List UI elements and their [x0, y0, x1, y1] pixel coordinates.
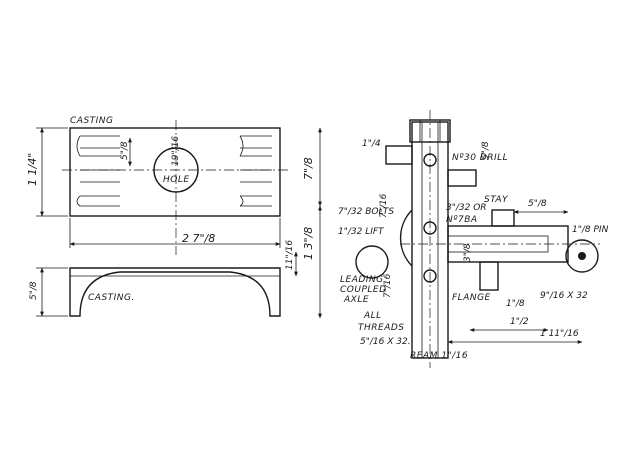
casting-front-view: CASTING. 5"/8 11"/16 [29, 240, 298, 317]
casting-outline [69, 127, 281, 217]
dim-1-2: 1"/2 [510, 317, 529, 327]
ream-label: REAM 1"/16 [410, 351, 468, 361]
dim-5-16x32: 5"/16 X 32. [360, 337, 411, 347]
bolt-2 [423, 221, 437, 235]
right-slot-ends [239, 135, 272, 207]
dim-5-8-top: 5"/8 [120, 141, 130, 160]
left-boss [385, 145, 413, 165]
nut-facets [419, 120, 441, 142]
all-threads-2: THREADS [358, 323, 405, 333]
lift-label: 1"/32 LIFT [338, 227, 385, 237]
dim-1-4: 1"/4 [362, 139, 381, 149]
hole-label: HOLE [163, 175, 190, 185]
hole-size-label: 19"/16 [171, 136, 181, 166]
dim-11-16: 11"/16 [285, 240, 295, 270]
bolts-label: 7"/32 BOLTS [338, 207, 394, 217]
left-slot-ends [76, 135, 120, 207]
dim-7-16-a: 7"/16 [379, 193, 389, 218]
no7ba: Nº7BA [446, 215, 478, 225]
axle-label-2: COUPLED [340, 285, 387, 295]
axle-label-3: AXLE [343, 295, 369, 305]
dome-block [399, 209, 413, 267]
stay-label: STAY [484, 195, 509, 205]
dim-9-16x32: 9"/16 X 32 [540, 291, 588, 301]
dim-1-1-4-ext [36, 127, 68, 217]
assembly-annotations: 1"/4 7"/8 Nº30 DRILL 5"/8 STAY 3"/32 OR … [302, 127, 609, 361]
axle-circle [355, 245, 389, 279]
pin-hole [578, 252, 586, 260]
right-slot-lines [240, 135, 272, 207]
pin-end [565, 239, 599, 273]
dim-1-11-16: 1 11"/16 [540, 329, 579, 339]
dim-3-32-or: 3"/32 OR [446, 203, 487, 213]
dim-3-8-center: 3"/8 [463, 243, 473, 262]
pin-label: 1"/8 PIN [572, 225, 609, 235]
axle-label-1: LEADING [340, 275, 384, 285]
right-stub [447, 169, 477, 187]
left-slot-lines [80, 135, 120, 207]
dim-1-8: 1"/8 [506, 299, 525, 309]
casting-top-view: HOLE 19"/16 CASTING 5"/8 1 1/4" 2 7"/8 [26, 116, 290, 255]
flange-block [479, 261, 499, 291]
dim-5-8-bottom-ext [36, 267, 68, 317]
dim-1-3-8: 1 3"/8 [302, 227, 315, 260]
bolt-1 [423, 153, 437, 167]
dim-5-8-right: 5"/8 [528, 199, 547, 209]
dim-2-7-8: 2 7"/8 [182, 232, 215, 245]
dim-7-16-b: 7"/16 [383, 273, 393, 298]
no30-drill: Nº30 DRILL [452, 153, 508, 163]
arch-casting-outline [69, 267, 281, 317]
dim-5-8-drill: 5"/8 [481, 141, 491, 160]
flange-label: FLANGE [452, 293, 491, 303]
valve-section-assembly [355, 110, 600, 368]
casting-top-label: CASTING [70, 116, 114, 126]
top-hex-nut [409, 119, 451, 143]
dim-5-8-bottom: 5"/8 [29, 281, 39, 300]
stay-block [491, 209, 515, 227]
dim-2-7-8-ext [69, 218, 281, 248]
dim-1-1-4: 1 1/4" [26, 153, 39, 186]
dim-7-8: 7"/8 [302, 157, 315, 180]
casting-bottom-label: CASTING. [88, 293, 135, 303]
all-threads-1: ALL [363, 311, 382, 321]
bolt-3 [423, 269, 437, 283]
